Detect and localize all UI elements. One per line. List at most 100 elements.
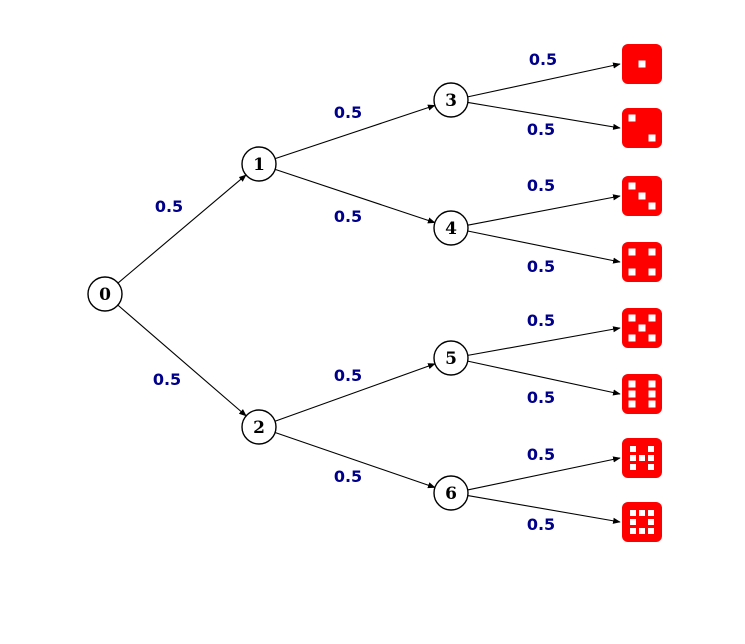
- edge-probability-label: 0.5: [527, 388, 555, 407]
- edge-0-to-1: [117, 174, 247, 284]
- node-circle: [433, 340, 469, 376]
- die-pip: [628, 268, 636, 276]
- die-pip: [648, 446, 654, 452]
- edge-probability-label: 0.5: [155, 197, 183, 216]
- die-pip: [648, 528, 654, 534]
- die-pip: [630, 510, 636, 516]
- die-pip: [648, 314, 656, 322]
- die-pip: [630, 464, 636, 470]
- die-pip: [648, 519, 654, 525]
- tree-node-4: 4: [433, 210, 469, 246]
- die-pip: [648, 455, 654, 461]
- tree-node-1: 1: [241, 146, 277, 182]
- die-pip: [630, 519, 636, 525]
- die-face-1: [622, 44, 662, 84]
- edge-probability-label: 0.5: [527, 311, 555, 330]
- node-circle: [433, 475, 469, 511]
- die-face-4: [622, 242, 662, 282]
- edge-probability-label: 0.5: [527, 257, 555, 276]
- tree-node-0: 0: [87, 276, 123, 312]
- node-circle: [433, 82, 469, 118]
- tree-node-3: 3: [433, 82, 469, 118]
- node-label: 4: [445, 219, 457, 239]
- edge-6-to-die-8: [467, 495, 621, 524]
- node-label: 2: [253, 418, 265, 438]
- die-face-3: [622, 176, 662, 216]
- die-pip: [638, 60, 646, 68]
- die-body: [622, 374, 662, 414]
- die-pip: [630, 446, 636, 452]
- edge-3-to-die-1: [467, 62, 621, 98]
- edge-0-to-2: [117, 304, 247, 417]
- die-pip: [638, 324, 646, 332]
- edge-probability-label: 0.5: [527, 515, 555, 534]
- edges: [117, 62, 621, 524]
- edge-probability-label: 0.5: [334, 207, 362, 226]
- tree-node-5: 5: [433, 340, 469, 376]
- die-face-2: [622, 108, 662, 148]
- edge-probability-label: 0.5: [334, 103, 362, 122]
- die-pip: [648, 390, 656, 398]
- node-circle: [241, 409, 277, 445]
- edge-probability-label: 0.5: [529, 50, 557, 69]
- edge-2-to-5: [274, 363, 436, 422]
- nodes: 0 1 2 3 4 5 6: [87, 82, 469, 511]
- die-pip: [628, 182, 636, 190]
- die-pip: [648, 400, 656, 408]
- node-circle: [87, 276, 123, 312]
- die-pip: [628, 390, 636, 398]
- die-pip: [648, 134, 656, 142]
- die-pip: [628, 380, 636, 388]
- die-face-8: [622, 502, 662, 542]
- die-face-7: [622, 438, 662, 478]
- die-pip: [630, 455, 636, 461]
- edge-probability-label: 0.5: [334, 467, 362, 486]
- edge-5-to-die-5: [467, 326, 621, 356]
- die-face-5: [622, 308, 662, 348]
- die-pip: [639, 528, 645, 534]
- die-pip: [648, 510, 654, 516]
- die-pip: [628, 314, 636, 322]
- die-body: [622, 502, 662, 542]
- die-pip: [628, 248, 636, 256]
- node-label: 5: [445, 349, 457, 369]
- edge-probability-label: 0.5: [527, 176, 555, 195]
- edge-2-to-6: [274, 432, 436, 489]
- die-body: [622, 242, 662, 282]
- node-label: 6: [445, 484, 457, 504]
- die-pip: [648, 248, 656, 256]
- die-pip: [648, 202, 656, 210]
- node-circle: [241, 146, 277, 182]
- tree-node-2: 2: [241, 409, 277, 445]
- node-circle: [433, 210, 469, 246]
- die-pip: [648, 268, 656, 276]
- die-pip: [630, 528, 636, 534]
- die-pip: [628, 400, 636, 408]
- node-label: 0: [99, 285, 111, 305]
- die-pip: [639, 455, 645, 461]
- edge-5-to-die-6: [467, 360, 621, 396]
- dice: [622, 44, 662, 542]
- edge-1-to-4: [274, 168, 436, 224]
- die-pip: [648, 334, 656, 342]
- tree-node-6: 6: [433, 475, 469, 511]
- die-face-6: [622, 374, 662, 414]
- edge-probability-label: 0.5: [527, 120, 555, 139]
- die-body: [622, 108, 662, 148]
- die-pip: [628, 114, 636, 122]
- edge-3-to-die-2: [467, 101, 621, 130]
- die-pip: [628, 334, 636, 342]
- edge-4-to-die-3: [467, 194, 621, 226]
- edge-probability-label: 0.5: [153, 370, 181, 389]
- die-pip: [639, 510, 645, 516]
- edge-probability-label: 0.5: [334, 366, 362, 385]
- edge-1-to-3: [274, 104, 436, 160]
- edge-6-to-die-7: [467, 456, 621, 491]
- die-pip: [648, 380, 656, 388]
- die-pip: [638, 192, 646, 200]
- edge-probability-label: 0.5: [527, 445, 555, 464]
- node-label: 1: [253, 155, 265, 175]
- edge-4-to-die-4: [467, 230, 621, 264]
- die-pip: [648, 464, 654, 470]
